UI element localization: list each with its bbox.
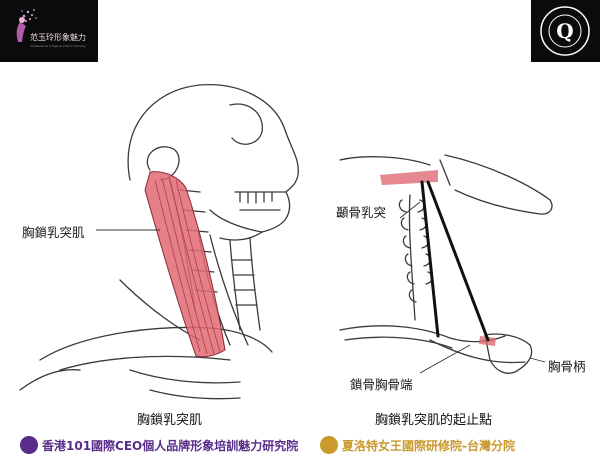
- attachment-drawing: [339, 154, 553, 374]
- footer-left: 香港101國際CEO個人品牌形象培訓魅力研究院: [20, 433, 298, 457]
- scm-muscle-shape: [144, 171, 226, 358]
- neck-lateral-drawing: [19, 84, 299, 400]
- temporal-leader: [399, 201, 421, 219]
- scm-label: 胸鎖乳突肌: [22, 225, 85, 240]
- brand-logo-left: 范玉玲形象魅力 Professional Image & Charm Train…: [0, 0, 98, 62]
- q-seal-icon: Q: [540, 6, 590, 56]
- sternum-leader: [529, 357, 546, 363]
- figure-sparkle-icon: [16, 9, 37, 42]
- temporal-mastoid-label: 顳骨乳突: [336, 205, 387, 220]
- scm-clavicular-line: [420, 180, 440, 338]
- clavicle-leader: [419, 344, 471, 374]
- left-caption: 胸鎖乳突肌: [137, 413, 203, 428]
- q-emblem-icon: [320, 436, 338, 454]
- right-caption: 胸鎖乳突肌的起止點: [375, 413, 493, 428]
- sternal-clavicle-end-label: 鎖骨胸骨端: [350, 377, 413, 392]
- brand-logo-right: Q: [531, 0, 600, 62]
- mastoid-highlight: [380, 170, 438, 185]
- right-attachment-illustration: 顳骨乳突 鎖骨胸骨端 胸骨柄: [320, 140, 600, 405]
- footer-right-text: 夏洛特女王國際研修院-台灣分院: [342, 438, 515, 453]
- footer-right: 夏洛特女王國際研修院-台灣分院: [320, 433, 515, 457]
- left-neck-illustration: 胸鎖乳突肌: [0, 60, 320, 405]
- brand-subtitle: Professional Image & Charm Training: [30, 44, 86, 48]
- manubrium-label: 胸骨柄: [548, 359, 586, 374]
- academy-emblem-icon: [20, 436, 38, 454]
- brand-name: 范玉玲形象魅力: [30, 33, 86, 42]
- scm-sternal-line: [426, 180, 490, 342]
- svg-text:Q: Q: [556, 19, 573, 43]
- footer-left-text: 香港101國際CEO個人品牌形象培訓魅力研究院: [42, 438, 299, 453]
